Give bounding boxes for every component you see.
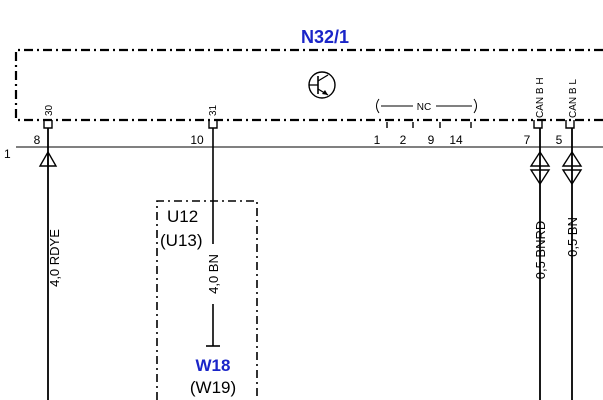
connector-box-u12	[156, 200, 258, 400]
terminal-number-8: 8	[34, 133, 41, 147]
bus-label: 1	[4, 147, 11, 161]
terminal-number-5: 5	[556, 133, 563, 147]
wire-label-bn-can: 0,5 BN	[565, 217, 580, 257]
ground-point-primary: W18	[196, 356, 231, 375]
connector-box-secondary: (U13)	[160, 231, 203, 250]
component-name: N32/1	[301, 27, 349, 47]
connector-box-primary: U12	[167, 207, 198, 226]
wire-can-b-l	[561, 128, 583, 400]
transistor-icon	[308, 71, 336, 99]
wire-label-mask	[204, 244, 222, 304]
terminal-number-7: 7	[524, 133, 531, 147]
terminal-number-9: 9	[428, 133, 435, 147]
terminal-number-1: 1	[374, 133, 381, 147]
wire-label-bn-ground: 4,0 BN	[206, 254, 221, 294]
wire-can-b-h	[529, 128, 551, 400]
ground-point-secondary: (W19)	[190, 378, 236, 397]
wire-bn-ground	[206, 128, 220, 347]
wire-label-bnrd: 0,5 BNRD	[533, 221, 548, 280]
pin-label-30: 30	[44, 104, 55, 116]
terminal-number-2: 2	[400, 133, 407, 147]
nc-bracket	[376, 98, 477, 114]
terminal-number-10: 10	[190, 133, 204, 147]
connector-pins	[43, 120, 575, 129]
nc-label: NC	[417, 102, 431, 113]
pin-label-can-b-l: CAN B L	[568, 79, 579, 118]
terminal-number-14: 14	[449, 133, 463, 147]
wire-rdye	[38, 128, 58, 400]
component-outline	[14, 48, 603, 122]
wire-label-rdye: 4,0 RDYE	[47, 229, 62, 287]
pin-label-31: 31	[208, 104, 219, 116]
pin-label-can-b-h: CAN B H	[535, 77, 546, 118]
